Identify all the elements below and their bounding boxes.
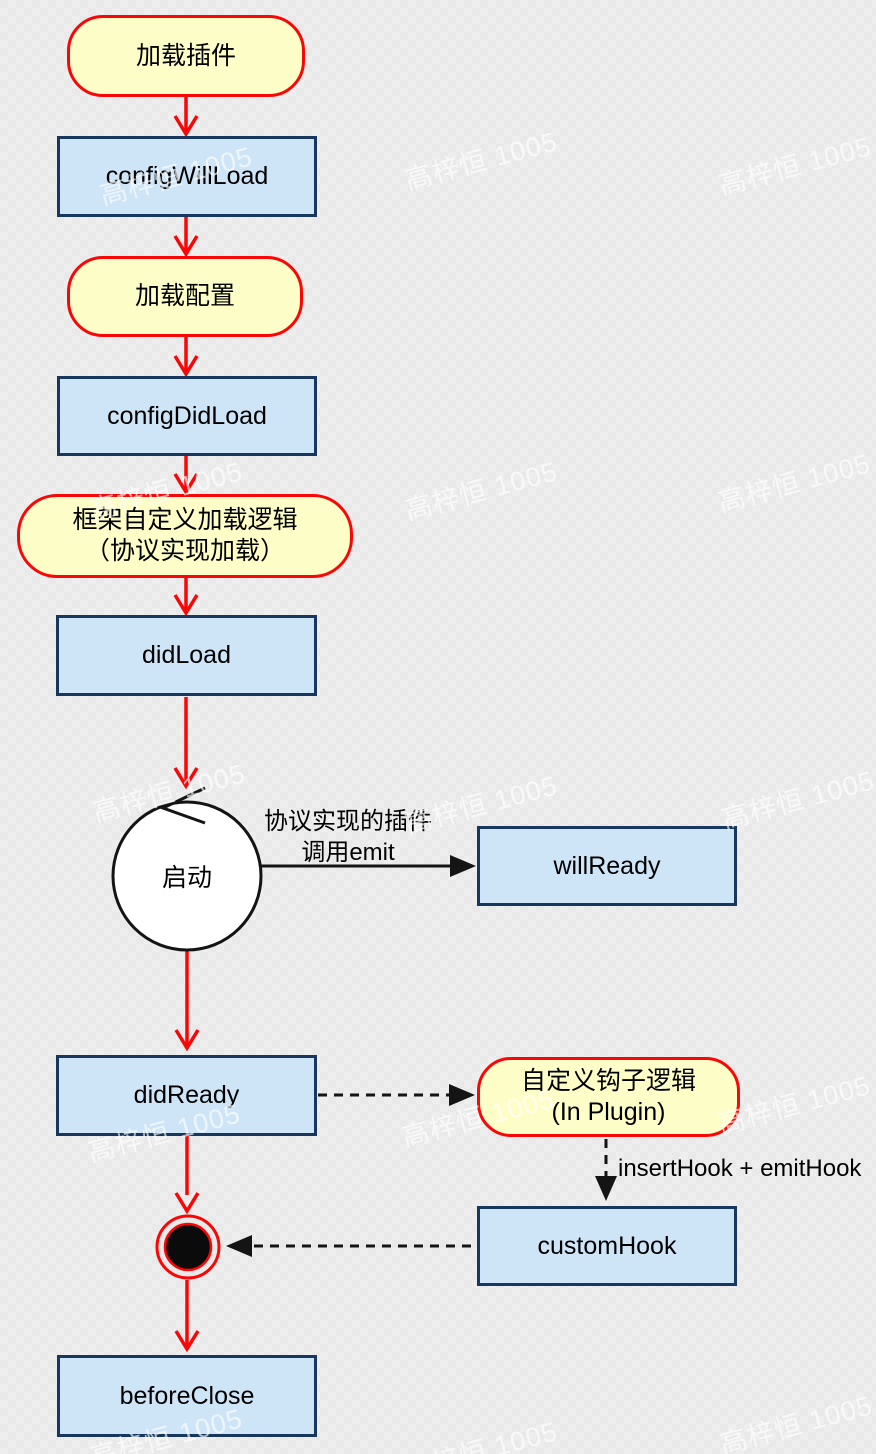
red-arrowhead-icon bbox=[173, 115, 199, 138]
red-arrowhead-icon bbox=[173, 473, 199, 496]
node-label: didLoad bbox=[142, 641, 231, 669]
node-custom-hook: customHook bbox=[477, 1206, 737, 1286]
node-start-state-label: 启动 bbox=[112, 801, 262, 951]
node-did-ready: didReady bbox=[56, 1055, 317, 1136]
edge-label-line2: 调用emit bbox=[301, 839, 395, 866]
node-hook-logic: 自定义钩子逻辑 (In Plugin) bbox=[477, 1057, 740, 1137]
red-arrowhead-icon bbox=[174, 1330, 200, 1353]
node-before-close: beforeClose bbox=[57, 1355, 317, 1437]
node-label: 加载插件 bbox=[135, 41, 236, 70]
node-label: willReady bbox=[553, 851, 661, 880]
node-load-config: 加载配置 bbox=[67, 256, 303, 337]
node-label: beforeClose bbox=[119, 1381, 255, 1410]
node-label-line1: 框架自定义加载逻辑 bbox=[72, 506, 298, 534]
red-arrowhead-icon bbox=[173, 235, 199, 258]
edge-label-emit-call: 协议实现的插件 调用emit bbox=[260, 806, 436, 868]
red-arrowhead-icon bbox=[174, 1192, 200, 1215]
final-state-inner-dot bbox=[163, 1222, 213, 1272]
red-arrowhead-icon bbox=[173, 355, 199, 378]
node-load-plugin: 加载插件 bbox=[67, 15, 305, 97]
node-label: didReady bbox=[133, 1081, 240, 1109]
black-arrowhead-icon bbox=[450, 855, 476, 877]
black-arrowhead-icon bbox=[449, 1084, 475, 1106]
edge-label-insert-emit-hook: insertHook + emitHook bbox=[618, 1153, 861, 1184]
node-label: 加载配置 bbox=[134, 282, 235, 310]
red-arrowhead-icon bbox=[174, 1029, 200, 1052]
node-label-line2: (In Plugin) bbox=[551, 1098, 666, 1126]
start-state-arrow-chevron-icon bbox=[159, 786, 206, 825]
red-arrowhead-icon bbox=[173, 594, 199, 617]
node-config-will-load: configWillLoad bbox=[57, 136, 317, 217]
node-label-line2: （协议实现加载） bbox=[84, 537, 285, 565]
node-label-line1: 自定义钩子逻辑 bbox=[520, 1067, 696, 1095]
node-did-load: didLoad bbox=[56, 615, 317, 696]
black-arrowhead-icon bbox=[595, 1176, 617, 1201]
node-label: configDidLoad bbox=[107, 401, 267, 430]
black-arrowhead-icon bbox=[226, 1235, 252, 1257]
node-config-did-load: configDidLoad bbox=[57, 376, 317, 456]
node-framework-load: 框架自定义加载逻辑 （协议实现加载） bbox=[17, 494, 353, 578]
node-label: customHook bbox=[537, 1231, 677, 1260]
edge-label-text: insertHook + emitHook bbox=[618, 1155, 862, 1182]
edge-label-line1: 协议实现的插件 bbox=[264, 808, 432, 835]
node-label: configWillLoad bbox=[105, 162, 269, 190]
node-label: 启动 bbox=[161, 864, 212, 892]
start-state-circle bbox=[111, 800, 263, 952]
red-arrowhead-icon bbox=[173, 767, 199, 790]
node-will-ready: willReady bbox=[477, 826, 737, 906]
